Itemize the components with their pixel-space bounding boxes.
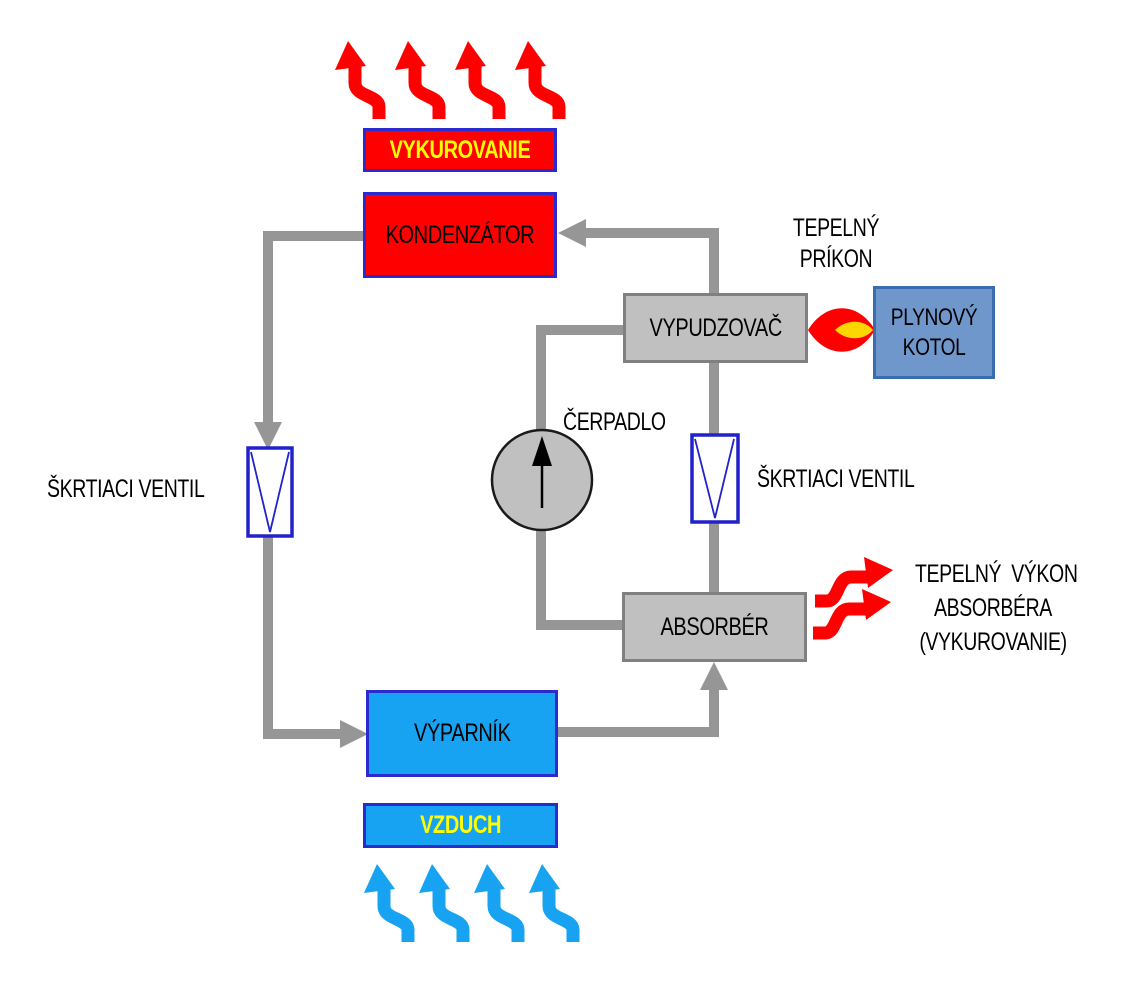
left-expansion-valve-icon [246, 446, 294, 538]
heat-out-arrow-icon [455, 41, 499, 119]
tepelny-vykon-line2: ABSORBÉRA [934, 594, 1052, 622]
absorber-label: ABSORBÉR [660, 612, 769, 641]
arrowhead-into-absorber [700, 662, 728, 690]
kondenzator-box: KONDENZÁTOR [363, 192, 557, 278]
tepelny-prikon-line1: TEPELNÝ [792, 214, 880, 242]
tepelny-vykon-line3: (VYKUROVANIE) [919, 628, 1067, 656]
pipe-vypudzovac-to-kondenzator [574, 228, 719, 298]
plynovy-kotol-box: PLYNOVÝ KOTOL [873, 286, 995, 379]
plynovy-kotol-label-line2: KOTOL [902, 333, 966, 361]
tepelny-vykon-line1: TEPELNÝ VÝKON [915, 560, 1078, 588]
cerpadlo-label: ČERPADLO [563, 408, 666, 436]
arrowhead-into-kondenzator [558, 219, 586, 247]
air-in-arrow-icon [364, 864, 408, 942]
heat-out-arrow-icon [395, 41, 439, 119]
arrowhead-into-vyparnik [340, 720, 368, 748]
skrtiaci-ventil-right-label: ŠKRTIACI VENTIL [757, 465, 915, 493]
vypudzovac-label: VYPUDZOVAČ [649, 313, 782, 342]
kondenzator-label: KONDENZÁTOR [385, 220, 535, 249]
vyparnik-box: VÝPARNÍK [366, 690, 558, 777]
flame-icon [808, 308, 875, 352]
tepelny-prikon-line2: PRÍKON [799, 245, 873, 273]
pipe-vyparnik-to-absorber [556, 688, 719, 737]
pipe-kondenzator-to-valve [263, 231, 366, 424]
air-in-arrow-icon [419, 864, 463, 942]
tepelny-prikon-label: TEPELNÝ PRÍKON [774, 213, 899, 275]
pump-icon [490, 428, 594, 532]
vykurovanie-box: VYKUROVANIE [363, 128, 557, 172]
vypudzovac-box: VYPUDZOVAČ [623, 293, 808, 363]
heat-out-arrow-icon [515, 41, 559, 119]
absorber-heat-arrow-icon [815, 557, 893, 601]
vyparnik-label: VÝPARNÍK [413, 719, 511, 747]
pipe-valve-to-vyparnik [263, 534, 342, 739]
plynovy-kotol-label-line1: PLYNOVÝ [890, 303, 978, 331]
vzduch-label: VZDUCH [420, 811, 501, 839]
absorber-box: ABSORBÉR [622, 592, 807, 662]
vykurovanie-label: VYKUROVANIE [389, 135, 531, 164]
skrtiaci-ventil-left-label: ŠKRTIACI VENTIL [47, 475, 205, 503]
arrowhead-into-left-valve [254, 422, 282, 450]
air-in-arrow-icon [529, 864, 573, 942]
pipe-pump-to-vypudzovac [536, 325, 625, 432]
right-expansion-valve-icon [690, 433, 740, 524]
pipe-pump-to-absorber [536, 528, 624, 630]
tepelny-vykon-label: TEPELNÝ VÝKON ABSORBÉRA (VYKUROVANIE) [915, 557, 1078, 659]
vzduch-box: VZDUCH [363, 803, 558, 848]
air-in-arrow-icon [474, 864, 518, 942]
heat-out-arrow-icon [335, 41, 379, 119]
